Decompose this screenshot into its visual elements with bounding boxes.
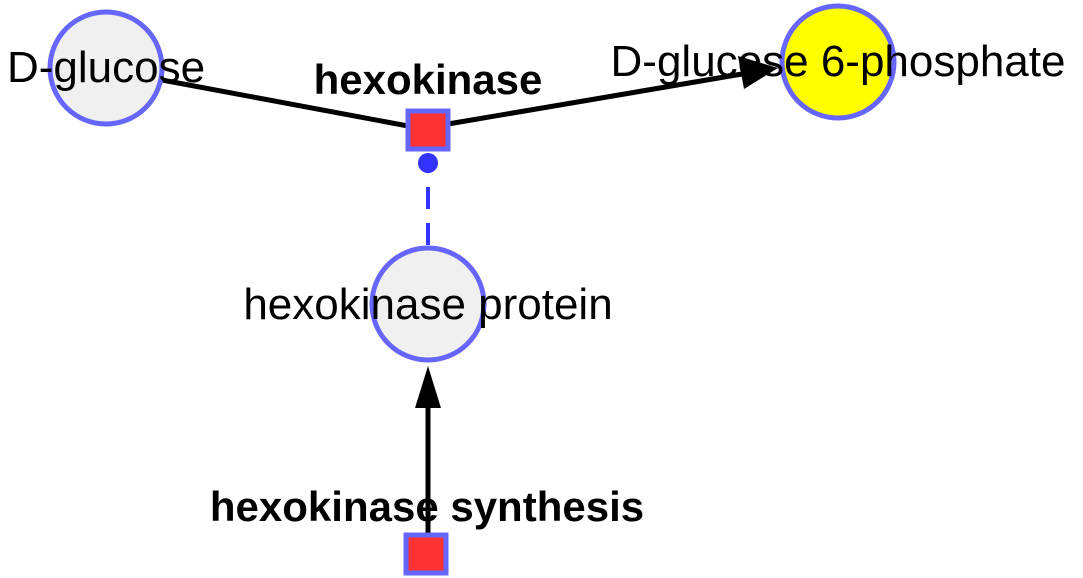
- node-label-d-glucose: D-glucose: [7, 43, 205, 92]
- arrowhead-protein: [415, 366, 441, 408]
- reaction-label-hexokinase: hexokinase: [314, 56, 543, 103]
- node-d-glucose-6-phosphate[interactable]: [779, 3, 897, 121]
- reaction-hexokinase-synthesis[interactable]: [403, 532, 449, 576]
- edge-hexokinase-to-g6p[interactable]: [447, 71, 743, 127]
- edge-glucose-to-hexokinase[interactable]: [161, 77, 409, 129]
- node-d-glucose[interactable]: [47, 9, 165, 127]
- reaction-hexokinase[interactable]: [405, 108, 451, 152]
- reaction-label-hexokinase-synthesis: hexokinase synthesis: [210, 483, 644, 530]
- node-label-d-glucose-6-phosphate: D-glucose 6-phosphate: [611, 37, 1066, 86]
- node-label-hexokinase-protein: hexokinase protein: [243, 280, 612, 329]
- node-hexokinase-protein[interactable]: [369, 245, 487, 363]
- modifier-dot: [418, 153, 438, 173]
- arrowhead-g6p: [738, 56, 778, 89]
